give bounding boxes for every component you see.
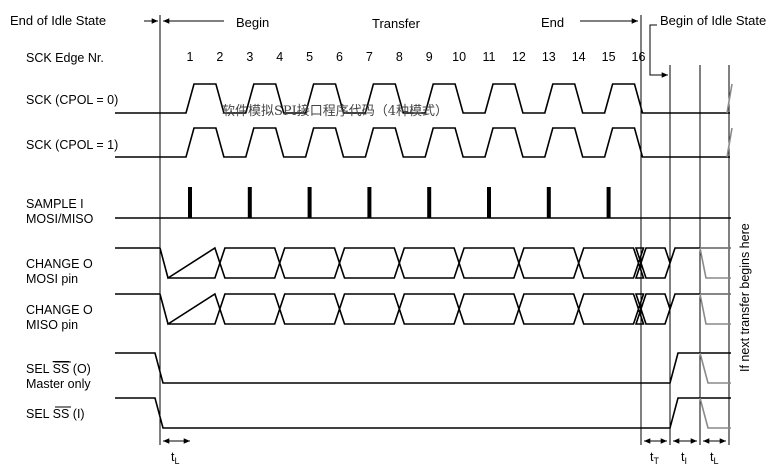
sample-pulse [188, 187, 192, 218]
sample-pulse [307, 187, 312, 218]
change-miso-label-line1: CHANGE O [26, 303, 93, 317]
sample-pulse [606, 187, 611, 218]
edge-number: 2 [216, 50, 223, 64]
sck-cpol0-label: SCK (CPOL = 0) [26, 93, 118, 107]
miso-wave-bit [634, 293, 645, 325]
mosi-wave-bit [219, 247, 281, 279]
edge-number: 10 [452, 50, 466, 64]
sel-o-label-line2: Master only [26, 377, 91, 391]
overlay-caption: 软件模拟SPI接口程序代码（4种模式） [222, 103, 448, 119]
sample-label-line2: MOSI/MISO [26, 212, 94, 226]
mosi-wave-next [699, 247, 731, 279]
sample-pulse [487, 187, 491, 218]
sel-i-wave [115, 397, 731, 429]
miso-wave-next [699, 293, 731, 325]
sample-pulse [427, 187, 432, 218]
timing-markers: tL tT tI tL [163, 438, 726, 466]
begin-label: Begin [236, 15, 269, 30]
edge-number: 6 [336, 50, 343, 64]
begin-idle-arrow [649, 24, 668, 78]
edge-number: 11 [483, 50, 496, 64]
sel-o-label: SEL SS (O) [26, 362, 91, 376]
mosi-wave-bit [278, 247, 341, 279]
edge-number: 4 [276, 50, 283, 64]
sck-edge-label: SCK Edge Nr. [26, 51, 104, 65]
sel-o-next [699, 352, 731, 384]
miso-wave-bit [577, 293, 640, 325]
miso-wave-bit [458, 293, 520, 325]
signal-labels: SCK (CPOL = 0) SCK (CPOL = 1) SAMPLE I M… [26, 93, 118, 421]
miso-wave-bit [518, 293, 580, 325]
edge-number: 9 [426, 50, 433, 64]
t-lead2-label: tL [710, 450, 719, 466]
miso-wave-bit [278, 293, 341, 325]
next-transfer-note: If next transfer begins here [738, 223, 752, 372]
end-label: End [541, 15, 564, 30]
sck-cpol1-label: SCK (CPOL = 1) [26, 138, 118, 152]
sample-pulse [367, 187, 372, 218]
sample-pulse [546, 187, 551, 218]
header: End of Idle State Begin Transfer End Beg… [10, 13, 766, 78]
end-of-idle-label: End of Idle State [10, 13, 106, 28]
mosi-wave-last-bit [640, 247, 671, 279]
mosi-wave-bit [518, 247, 580, 279]
edge-number: 1 [187, 50, 194, 64]
edge-number: 8 [396, 50, 403, 64]
sck-cpol1-wave [115, 127, 730, 158]
sample-pulse [247, 187, 252, 218]
transfer-label: Transfer [372, 16, 421, 31]
edge-number: 7 [366, 50, 373, 64]
mosi-wave-bit [634, 247, 645, 279]
mosi-wave-bit [458, 247, 520, 279]
edge-number: 12 [512, 50, 526, 64]
sck-cpol0-wave-next [726, 83, 733, 114]
guide-lines [159, 15, 730, 445]
miso-wave-last-bit [640, 293, 671, 325]
edge-number: 14 [572, 50, 586, 64]
sample-label-line1: SAMPLE I [26, 197, 84, 211]
edge-number: 5 [306, 50, 313, 64]
edge-number: 3 [246, 50, 253, 64]
t-lead-label: tL [171, 450, 180, 466]
mosi-wave-bit [338, 247, 401, 279]
change-miso-label-line2: MISO pin [26, 318, 78, 332]
sck-cpol1-wave-next [726, 127, 733, 158]
mosi-wave-bit [577, 247, 640, 279]
mosi-wave-bit [398, 247, 460, 279]
sel-o-wave [115, 352, 731, 384]
t-trail-label: tT [650, 450, 659, 466]
miso-wave-bit [338, 293, 401, 325]
mosi-wave-bit [159, 246, 221, 280]
sck-cpol0-wave [115, 83, 730, 114]
miso-wave-bit [219, 293, 281, 325]
begin-of-idle-label: Begin of Idle State [660, 13, 766, 28]
miso-wave-bit [159, 292, 221, 326]
sel-i-label: SEL SS (I) [26, 407, 85, 421]
t-idle-label: tI [681, 450, 687, 466]
change-mosi-label-line1: CHANGE O [26, 257, 93, 271]
edge-number: 15 [602, 50, 616, 64]
waveforms [115, 83, 733, 429]
edge-number: 16 [632, 50, 646, 64]
sel-i-next [699, 397, 731, 429]
miso-wave-bit [398, 293, 460, 325]
change-mosi-label-line2: MOSI pin [26, 272, 78, 286]
edge-number: 13 [542, 50, 556, 64]
